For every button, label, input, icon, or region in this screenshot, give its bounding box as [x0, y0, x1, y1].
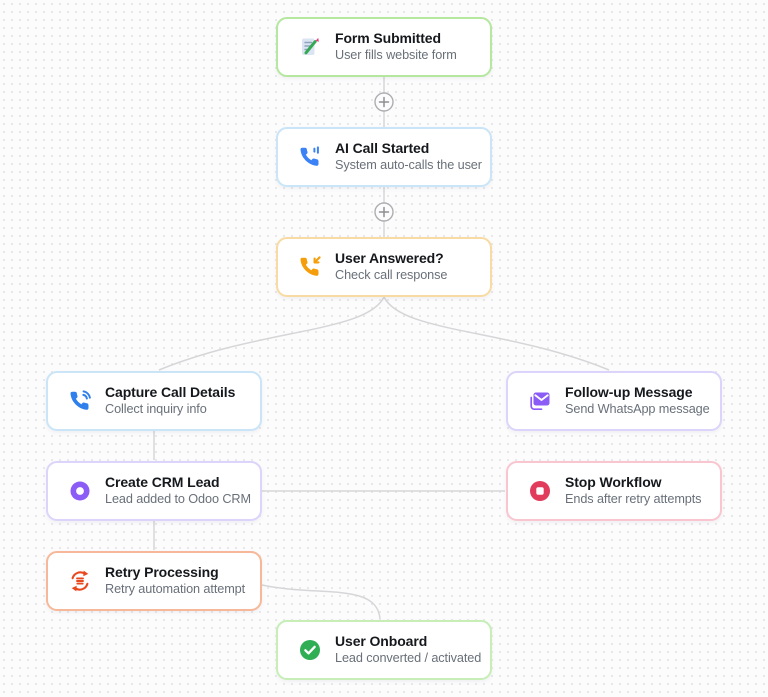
add-node-button[interactable]: [374, 202, 394, 222]
node-subtitle: Ends after retry attempts: [565, 492, 702, 507]
node-title: Retry Processing: [105, 563, 219, 580]
connector-answered-to-capture: [158, 296, 385, 371]
add-node-button[interactable]: [374, 92, 394, 112]
node-create-crm-lead[interactable]: Create CRM Lead Lead added to Odoo CRM: [46, 461, 262, 521]
node-title: AI Call Started: [335, 139, 430, 156]
node-title: Follow-up Message: [565, 383, 693, 400]
node-subtitle: Retry automation attempt: [105, 582, 246, 597]
phone-incoming-icon: [298, 255, 322, 279]
node-title: Stop Workflow: [565, 473, 662, 490]
node-title: User Onboard: [335, 632, 428, 649]
phone-volume-icon: [298, 145, 322, 169]
plus-icon: [378, 96, 390, 108]
node-ai-call-started[interactable]: AI Call Started System auto-calls the us…: [276, 127, 492, 187]
node-subtitle: Lead converted / activated: [335, 651, 482, 666]
node-subtitle: System auto-calls the user: [335, 158, 482, 173]
node-title: User Answered?: [335, 249, 444, 266]
node-stop-workflow[interactable]: Stop Workflow Ends after retry attempts: [506, 461, 722, 521]
node-subtitle: Collect inquiry info: [105, 402, 207, 417]
phone-call-icon: [68, 389, 92, 413]
connector-answered-to-followup: [383, 296, 610, 371]
node-title: Form Submitted: [335, 29, 441, 46]
node-user-answered[interactable]: User Answered? Check call response: [276, 237, 492, 297]
node-user-onboard[interactable]: User Onboard Lead converted / activated: [276, 620, 492, 680]
stop-circle-icon: [528, 479, 552, 503]
record-circle-icon: [68, 479, 92, 503]
node-subtitle: Lead added to Odoo CRM: [105, 492, 251, 507]
mail-stack-icon: [528, 389, 552, 413]
node-follow-up-message[interactable]: Follow-up Message Send WhatsApp message: [506, 371, 722, 431]
form-pencil-icon: [298, 35, 322, 59]
plus-icon: [378, 206, 390, 218]
retry-cycle-icon: [68, 569, 92, 593]
node-subtitle: Send WhatsApp message: [565, 402, 710, 417]
connector-retry-to-onboard: [261, 584, 381, 620]
node-form-submitted[interactable]: Form Submitted User fills website form: [276, 17, 492, 77]
node-retry-processing[interactable]: Retry Processing Retry automation attemp…: [46, 551, 262, 611]
node-subtitle: Check call response: [335, 268, 448, 283]
node-capture-call-details[interactable]: Capture Call Details Collect inquiry inf…: [46, 371, 262, 431]
node-title: Create CRM Lead: [105, 473, 220, 490]
check-circle-icon: [298, 638, 322, 662]
node-subtitle: User fills website form: [335, 48, 457, 63]
node-title: Capture Call Details: [105, 383, 236, 400]
